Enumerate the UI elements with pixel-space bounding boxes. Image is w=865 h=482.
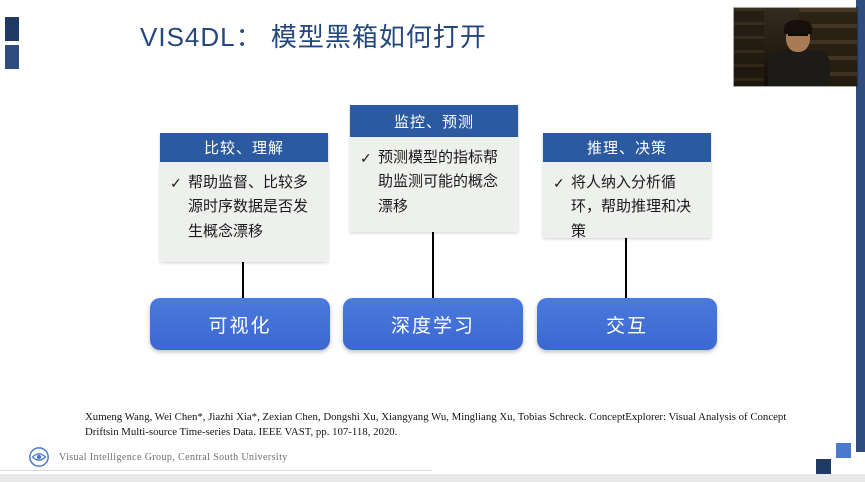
decor-square-top-left-1 xyxy=(5,17,19,41)
column-body-text: 帮助监督、比较多源时序数据是否发生概念漂移 xyxy=(188,174,309,240)
column-body-monitor-predict: ✓ 预测模型的指标帮助监测可能的概念漂移 xyxy=(350,137,518,232)
column-header-compare-understand: 比较、理解 xyxy=(160,133,328,162)
right-edge-bar xyxy=(856,0,865,452)
column-header-monitor-predict: 监控、预测 xyxy=(350,105,518,137)
group-logo-icon xyxy=(28,446,50,468)
citation-text: Xumeng Wang, Wei Chen*, Jiazhi Xia*, Zex… xyxy=(85,411,787,439)
check-icon: ✓ xyxy=(553,175,565,191)
decor-square-bottom-right-1 xyxy=(836,443,851,458)
connector-line-1 xyxy=(242,262,244,298)
bookshelf-left xyxy=(734,8,764,86)
presenter-glasses xyxy=(788,34,808,39)
column-body-compare-understand: ✓ 帮助监督、比较多源时序数据是否发生概念漂移 xyxy=(160,162,328,262)
column-header-reason-decide: 推理、决策 xyxy=(543,133,711,162)
column-body-reason-decide: ✓ 将人纳入分析循环，帮助推理和决策 xyxy=(543,162,711,240)
presenter-hair xyxy=(784,20,812,34)
button-deep-learning: 深度学习 xyxy=(343,298,523,350)
button-interaction: 交互 xyxy=(537,298,717,350)
connector-line-3 xyxy=(625,238,627,298)
check-icon: ✓ xyxy=(360,150,372,166)
presenter-silhouette xyxy=(768,50,830,86)
bottom-strip xyxy=(0,474,865,482)
footer: Visual Intelligence Group, Central South… xyxy=(0,444,432,471)
button-visualization: 可视化 xyxy=(150,298,330,350)
decor-square-top-left-2 xyxy=(5,45,19,69)
slide-title: VIS4DL： 模型黑箱如何打开 xyxy=(140,22,487,52)
webcam-video[interactable] xyxy=(734,8,857,86)
column-body-text: 将人纳入分析循环，帮助推理和决策 xyxy=(571,174,692,240)
footer-text: Visual Intelligence Group, Central South… xyxy=(59,451,288,463)
check-icon: ✓ xyxy=(170,175,182,191)
column-body-text: 预测模型的指标帮助监测可能的概念漂移 xyxy=(378,149,499,215)
decor-square-bottom-right-2 xyxy=(816,459,831,474)
connector-line-2 xyxy=(432,232,434,298)
